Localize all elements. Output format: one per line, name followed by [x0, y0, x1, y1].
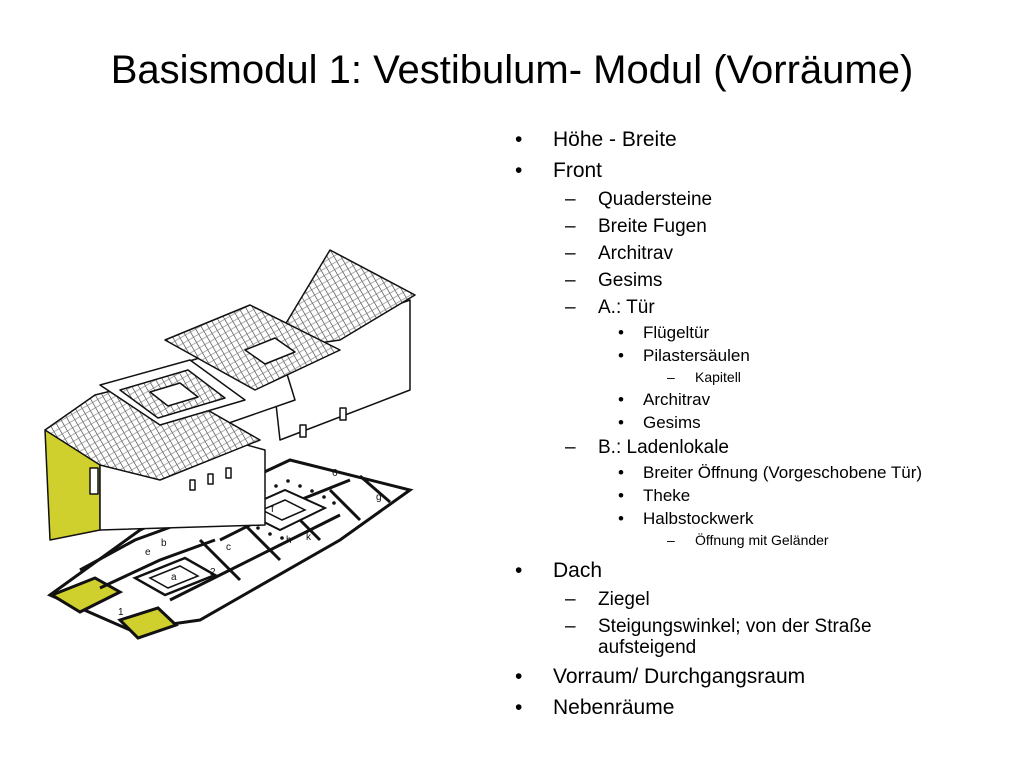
list-item: –Architrav: [565, 243, 673, 264]
list-item: –Ziegel: [565, 589, 650, 610]
plan-label-b: b: [161, 538, 167, 549]
list-item: •Theke: [618, 486, 691, 505]
list-item: •Nebenräume: [515, 696, 675, 719]
list-item: •Höhe - Breite: [515, 128, 677, 151]
plan-label-f: f: [271, 504, 274, 515]
plan-label-a: a: [171, 572, 177, 583]
plan-label-e: e: [145, 547, 151, 558]
list-item: –B.: Ladenlokale: [565, 437, 729, 458]
front-roof: [44, 379, 261, 481]
list-item: –Steigungswinkel; von der Straße aufstei…: [565, 616, 872, 658]
plan-label-h: h: [286, 535, 292, 546]
list-item: –Breite Fugen: [565, 216, 707, 237]
list-item: –Öffnung mit Geländer: [667, 532, 829, 548]
list-item: •Gesims: [618, 413, 701, 432]
slide-title: Basismodul 1: Vestibulum- Modul (Vorräum…: [110, 48, 914, 92]
list-item: •Vorraum/ Durchgangsraum: [515, 665, 806, 688]
plan-label-c: c: [226, 542, 231, 553]
list-item: –Quadersteine: [565, 189, 713, 210]
plan-label-g: g: [376, 492, 382, 503]
list-item: •Halbstockwerk: [618, 509, 754, 528]
house-illustration: a b c e f g h k 1 2 5 6: [44, 249, 416, 640]
list-item: –Gesims: [565, 270, 663, 291]
list-item: •Dach: [515, 559, 603, 582]
courtyard-opening: [244, 337, 296, 365]
atrium-opening: [149, 382, 199, 407]
plan-label-6: 6: [332, 468, 338, 479]
list-item: –A.: Tür: [565, 297, 655, 318]
list-item: –Kapitell: [667, 369, 741, 385]
list-item: •Pilastersäulen: [618, 346, 750, 365]
building: [44, 249, 416, 541]
plan-label-1: 1: [118, 607, 124, 618]
plan-label-2: 2: [210, 567, 216, 578]
highlight-room-right: [117, 606, 179, 640]
plan-label-k: k: [306, 532, 312, 543]
list-item: •Breiter Öffnung (Vorgeschobene Tür): [618, 463, 923, 482]
list-item: •Flügeltür: [618, 323, 710, 342]
list-item: •Front: [515, 159, 603, 182]
outline-list: •Höhe - Breite •Front –Quadersteine –Bre…: [515, 124, 985, 723]
floor-plan: [46, 458, 414, 640]
list-item: •Architrav: [618, 390, 711, 409]
